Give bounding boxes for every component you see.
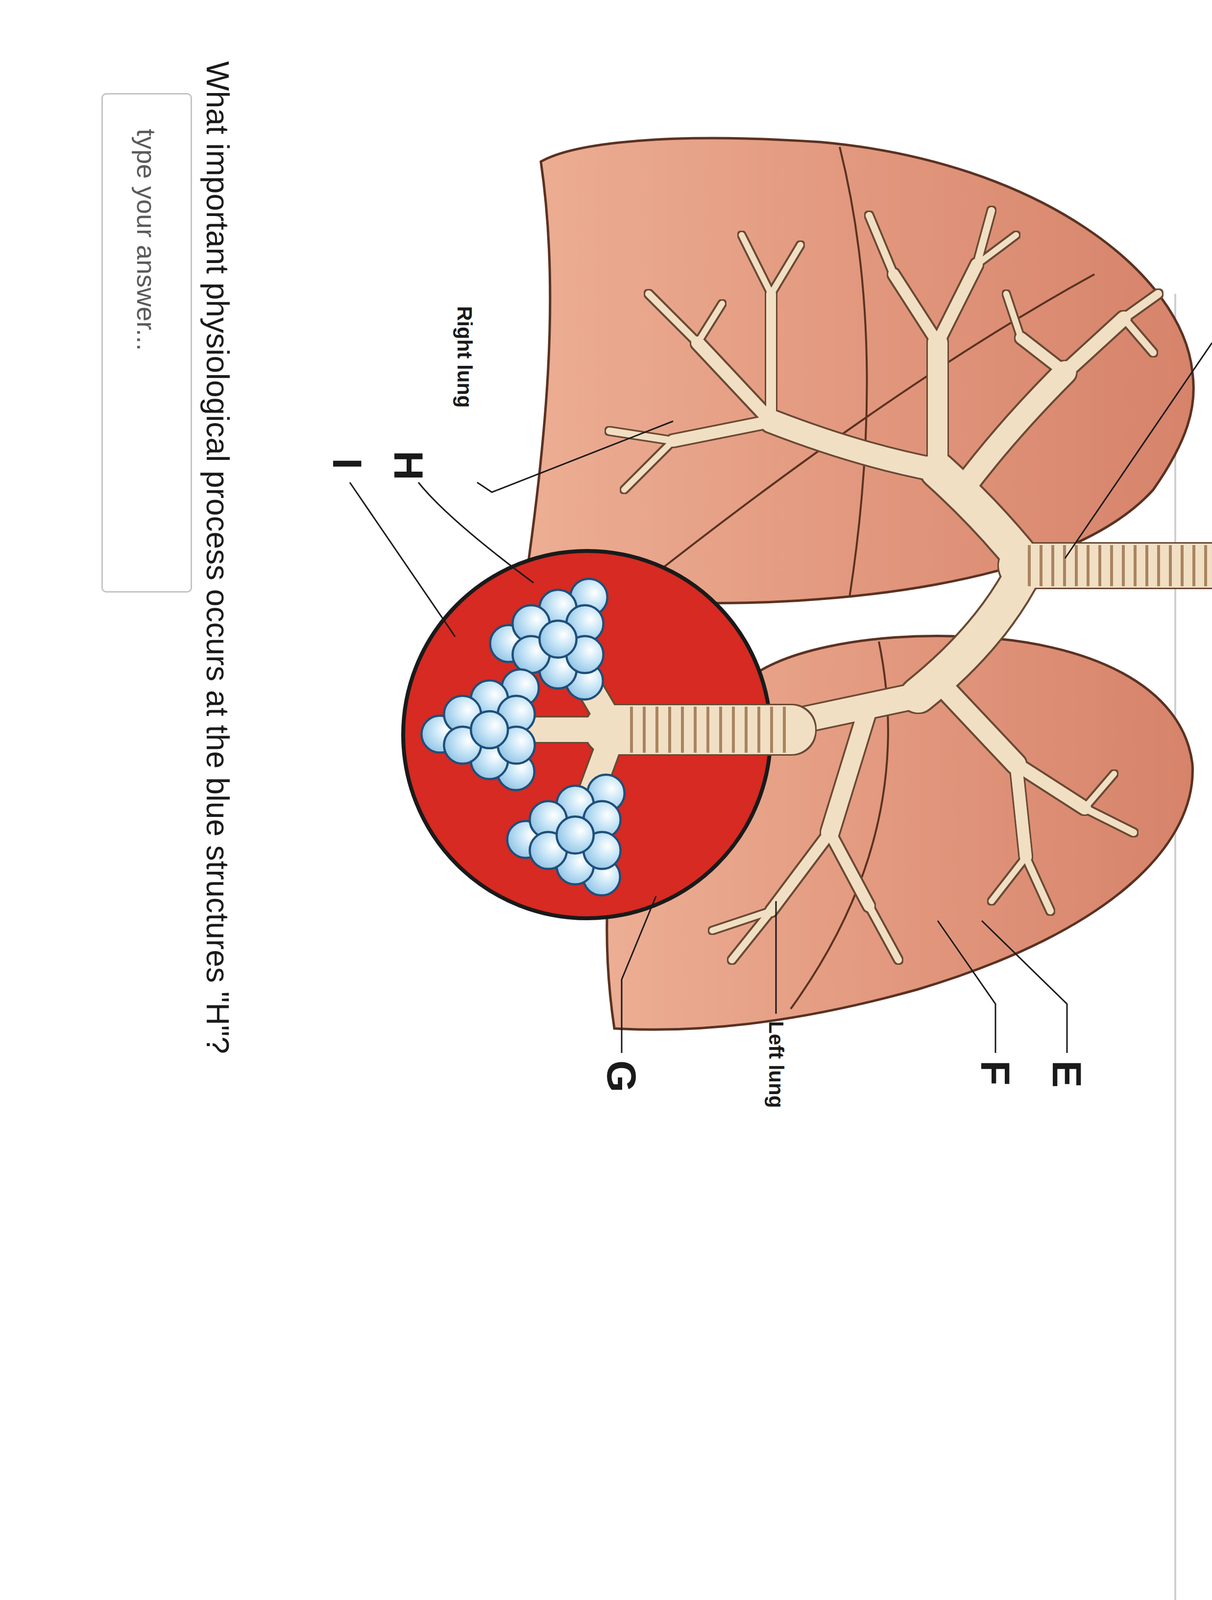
callout-letter: F (972, 1060, 1019, 1086)
alveoli-cluster (421, 669, 539, 791)
part-label: Left lung (764, 1021, 788, 1109)
answer-input: type your answer... (101, 93, 193, 593)
leader-lines (349, 342, 1212, 1054)
placeholder-text: type your answer... (131, 128, 163, 351)
alveoli-cluster (507, 775, 625, 897)
question-text: What important physiological process occ… (200, 61, 235, 1055)
part-label: Right lung (453, 306, 476, 409)
callout-letter: E (1044, 1060, 1090, 1089)
lung-fissure (643, 146, 1095, 1010)
callout-letter: I (324, 458, 370, 470)
right-lung (526, 138, 1194, 604)
page-rule (1174, 293, 1177, 1600)
callout-letter: G (599, 1060, 645, 1093)
callout-letter: H (386, 450, 432, 481)
